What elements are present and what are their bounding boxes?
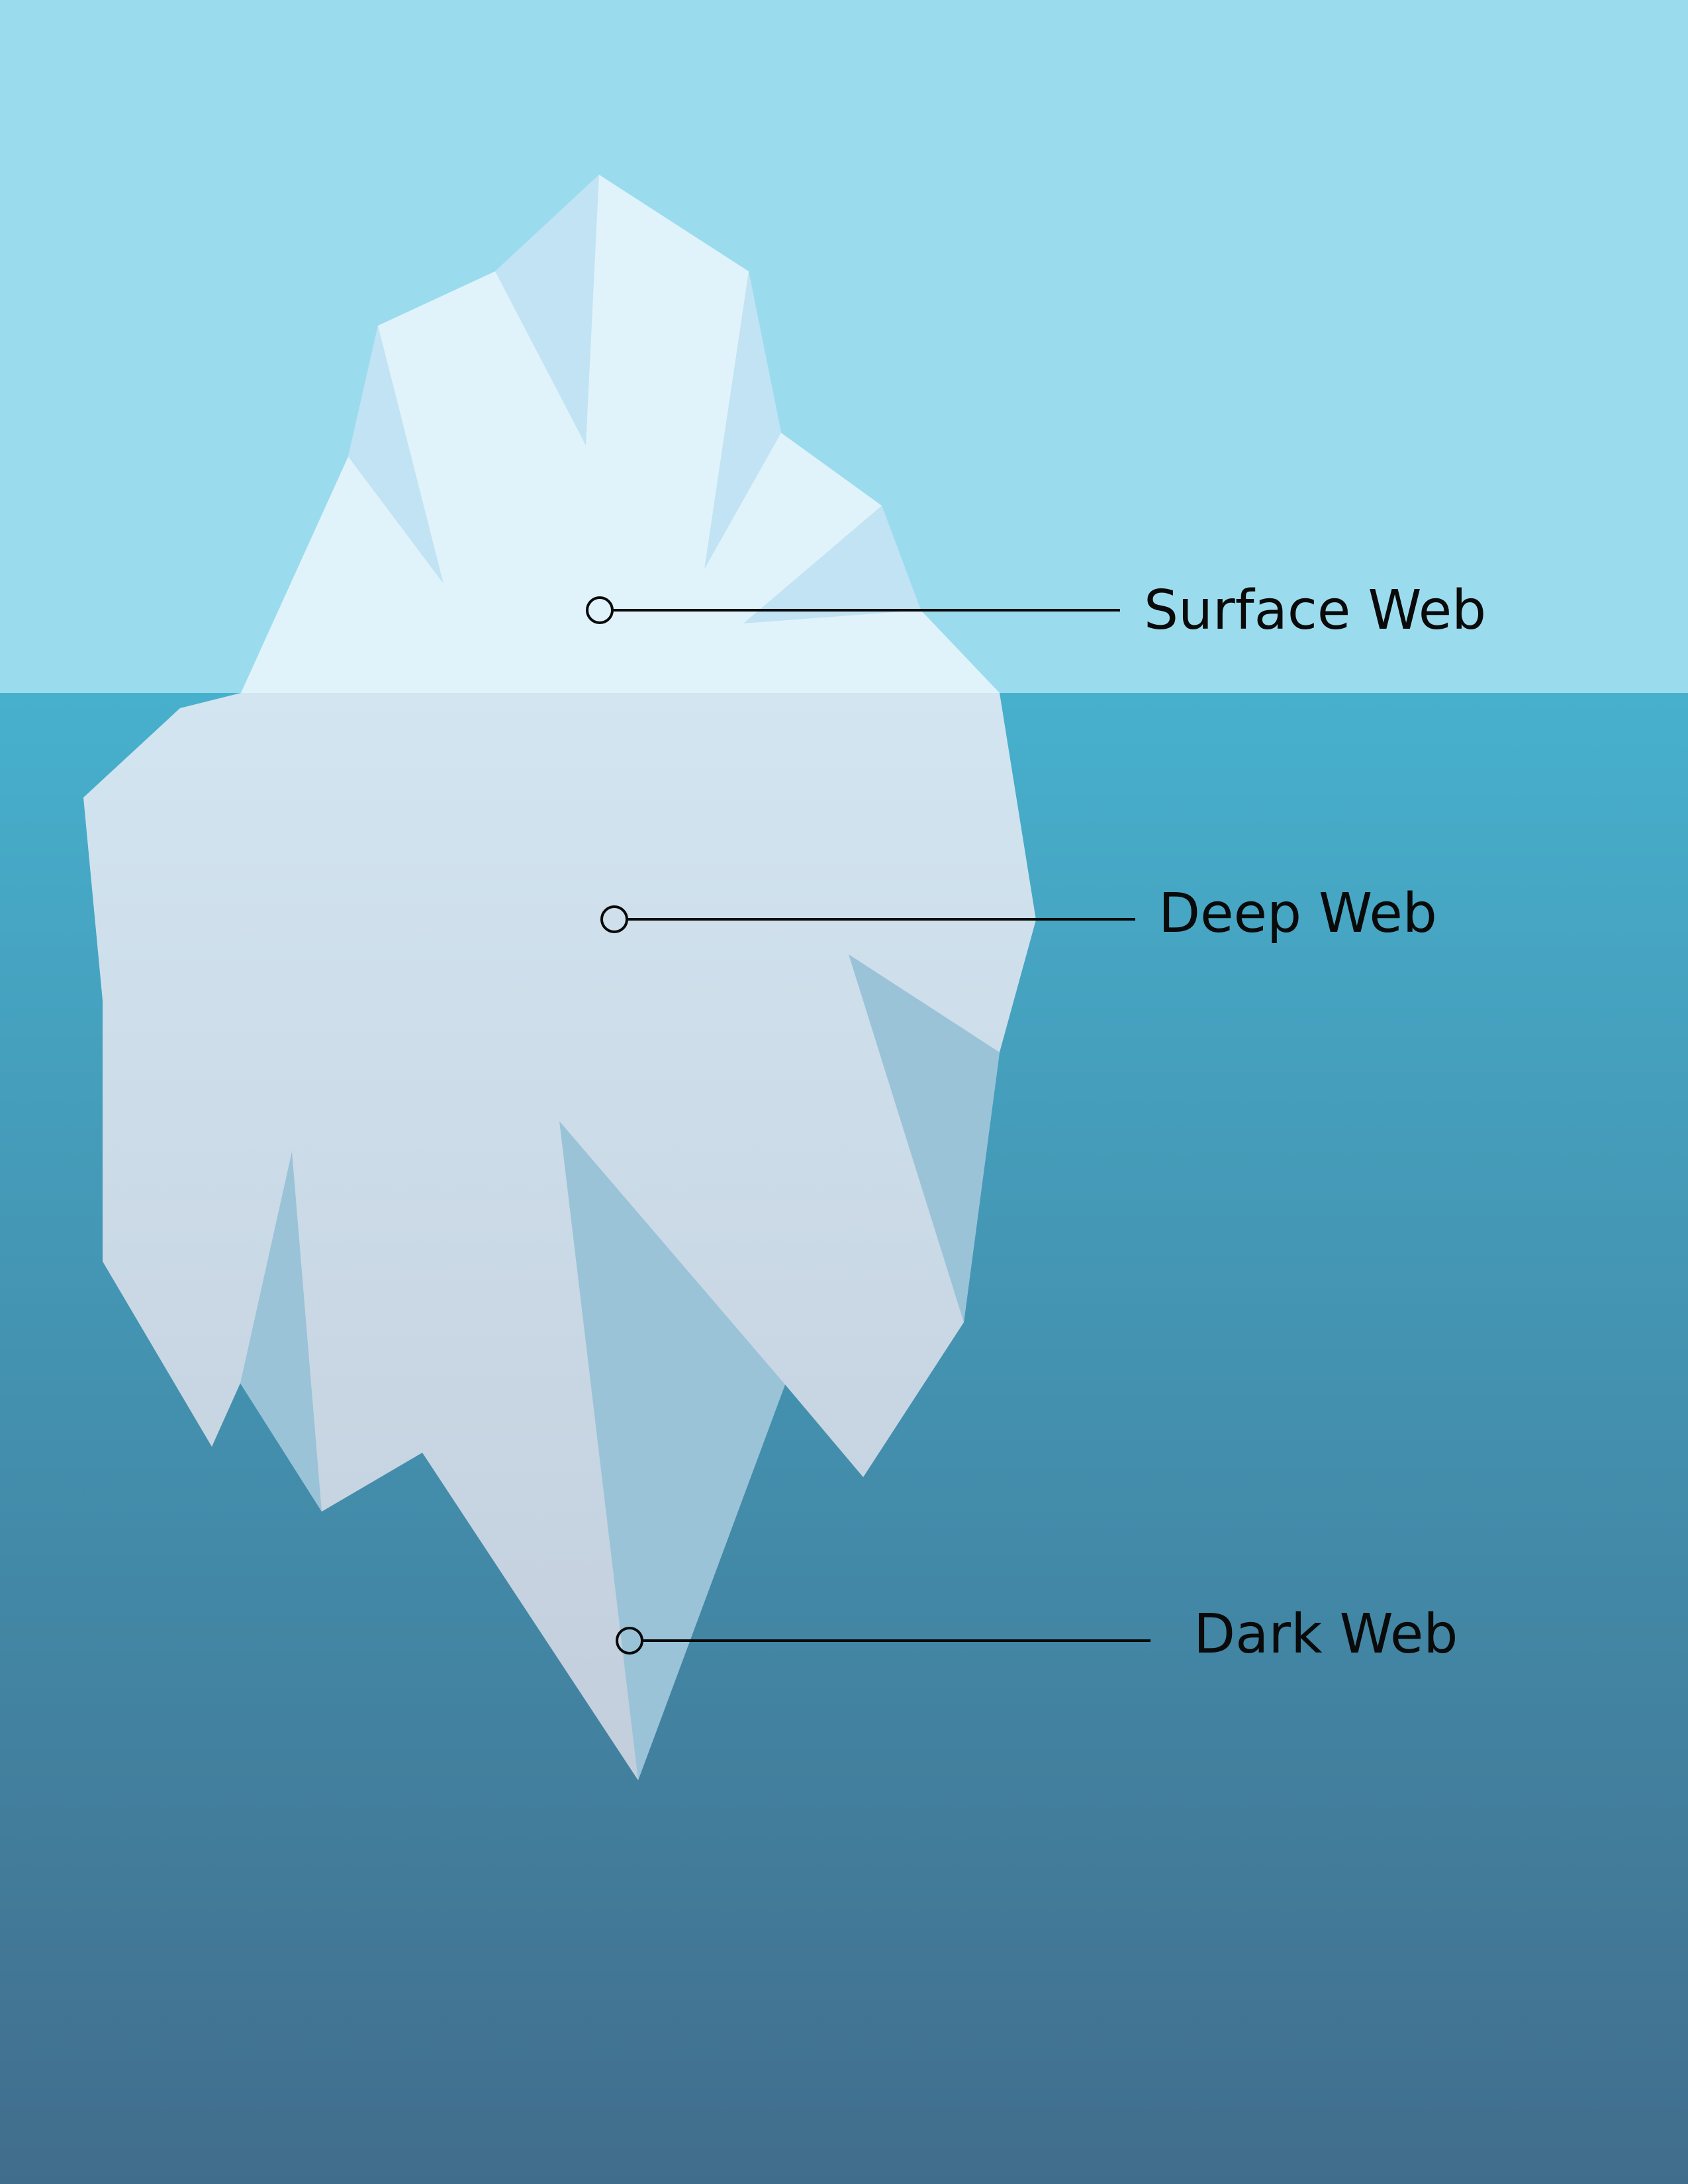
dark-web-label: Dark Web (1194, 1603, 1458, 1666)
layer-label-surface-web: Surface Web (586, 579, 1486, 642)
iceberg-tip-shading (348, 175, 921, 623)
layer-label-deep-web: Deep Web (600, 882, 1437, 945)
marker-dot (586, 596, 614, 624)
layer-label-dark-web: Dark Web (616, 1603, 1458, 1666)
marker-dot (616, 1627, 643, 1655)
iceberg-base-body (83, 693, 1036, 1780)
iceberg-tip (241, 175, 1000, 693)
iceberg-base (83, 693, 1036, 1780)
surface-web-label: Surface Web (1144, 579, 1486, 642)
marker-dot (600, 905, 628, 933)
iceberg-base-shading (240, 954, 1000, 1780)
deep-web-label: Deep Web (1158, 882, 1437, 945)
